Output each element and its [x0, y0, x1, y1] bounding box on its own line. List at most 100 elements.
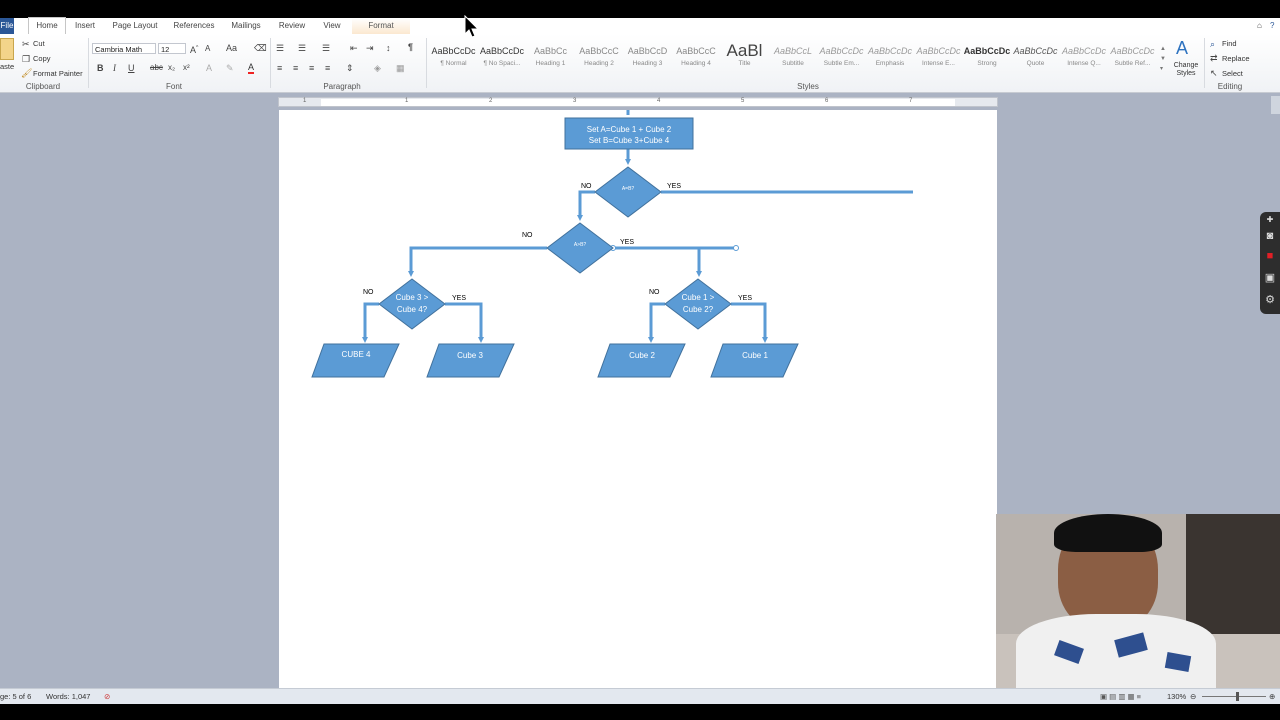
zoom-level[interactable]: 130%	[1167, 692, 1187, 701]
font-name-combo[interactable]: Cambria Math	[92, 43, 156, 54]
cut-button[interactable]: Cut	[33, 39, 45, 48]
multilevel-list-icon[interactable]: ☰	[322, 43, 331, 53]
page-count[interactable]: ge: 5 of 6	[0, 692, 32, 701]
view-mode-icons[interactable]: ▣ ▤ ▥ ▦ ≡	[1100, 692, 1142, 701]
gallery-scroll-icon[interactable]: ▲▼▾	[1160, 46, 1166, 72]
align-left-icon[interactable]: ≡	[277, 63, 283, 73]
underline-button[interactable]: U	[128, 63, 135, 73]
help-icon[interactable]: ?	[1270, 21, 1275, 30]
align-right-icon[interactable]: ≡	[309, 63, 315, 73]
show-formatting-button[interactable]: ¶	[408, 42, 414, 52]
align-center-icon[interactable]: ≡	[293, 63, 299, 73]
paste-label[interactable]: aste	[0, 62, 15, 71]
line-spacing-icon[interactable]: ⇕	[346, 63, 354, 73]
camera-icon[interactable]: ◙	[1266, 230, 1274, 242]
view-ruler-toggle[interactable]	[1271, 96, 1280, 114]
find-icon[interactable]: ⌕	[1210, 39, 1216, 49]
change-styles-button[interactable]: Change Styles	[1173, 62, 1199, 77]
italic-button[interactable]: I	[113, 63, 116, 73]
decision-diamond-2[interactable]	[546, 222, 614, 274]
tab-review[interactable]: Review	[278, 21, 306, 30]
change-styles-icon[interactable]: A	[1176, 38, 1189, 58]
minimize-ribbon-icon[interactable]: ⌂	[1257, 21, 1262, 30]
cut-icon[interactable]: ✂	[22, 39, 30, 49]
shading-icon[interactable]: ◈	[374, 63, 381, 73]
replace-button[interactable]: Replace	[1222, 54, 1250, 63]
tab-insert[interactable]: Insert	[74, 21, 95, 30]
zoom-in-icon[interactable]: ⊕	[1269, 692, 1276, 701]
decision-diamond-3[interactable]	[378, 278, 446, 330]
font-color-button[interactable]: A	[248, 62, 255, 74]
output-cube3[interactable]	[426, 343, 515, 378]
highlight-icon[interactable]: ✎	[226, 63, 234, 73]
style-item[interactable]: AaBbCcDc¶ No Spaci...	[479, 42, 526, 74]
decision-diamond-4[interactable]	[664, 278, 732, 330]
zoom-out-icon[interactable]: ⊖	[1190, 692, 1197, 701]
settings-gear-icon[interactable]: ⚙	[1265, 294, 1275, 306]
tab-view[interactable]: View	[323, 21, 341, 30]
decrease-indent-icon[interactable]: ⇤	[350, 43, 358, 53]
tab-references[interactable]: References	[173, 21, 215, 30]
clear-format-icon[interactable]: ⌫	[254, 43, 267, 53]
output-cube1[interactable]	[710, 343, 799, 378]
process-box[interactable]	[564, 117, 694, 150]
copy-button[interactable]: Copy	[33, 54, 51, 63]
image-icon[interactable]: ▣	[1264, 272, 1276, 284]
subscript-button[interactable]: x₂	[168, 63, 176, 72]
word-count[interactable]: Words: 1,047	[46, 692, 91, 701]
proofing-icon[interactable]: ⊘	[104, 692, 111, 701]
format-painter-button[interactable]: Format Painter	[33, 69, 83, 78]
select-icon[interactable]: ↖	[1210, 68, 1218, 78]
grow-font-icon[interactable]: A^	[190, 45, 199, 55]
increase-indent-icon[interactable]: ⇥	[366, 43, 374, 53]
output-cube2[interactable]	[597, 343, 686, 378]
replace-icon[interactable]: ⇄	[1210, 53, 1218, 63]
strikethrough-button[interactable]: abc	[150, 63, 163, 72]
paste-icon[interactable]	[0, 38, 14, 60]
decision-diamond-1[interactable]	[594, 166, 662, 218]
find-button[interactable]: Find	[1222, 39, 1237, 48]
change-case-icon[interactable]: Aa	[226, 43, 238, 53]
select-button[interactable]: Select	[1222, 69, 1243, 78]
superscript-button[interactable]: x²	[183, 63, 190, 72]
copy-icon[interactable]: ❐	[22, 54, 31, 64]
record-icon[interactable]: ■	[1266, 250, 1274, 262]
zoom-slider[interactable]	[1202, 696, 1266, 697]
flowchart[interactable]: Set A=Cube 1 + Cube 2 Set B=Cube 3+Cube …	[279, 110, 997, 688]
bullets-icon[interactable]: ☰	[276, 43, 285, 53]
format-painter-icon[interactable]: 🖌	[21, 68, 33, 78]
tab-home[interactable]: Home	[28, 17, 66, 35]
output-cube4[interactable]	[311, 343, 400, 378]
document-page[interactable]: Set A=Cube 1 + Cube 2 Set B=Cube 3+Cube …	[279, 110, 997, 688]
bold-button[interactable]: B	[97, 63, 104, 73]
tab-format[interactable]: Format	[352, 18, 410, 34]
numbering-icon[interactable]: ☰	[298, 43, 307, 53]
pin-icon[interactable]: ✚	[1266, 215, 1274, 224]
tab-page-layout[interactable]: Page Layout	[112, 21, 158, 30]
sort-icon[interactable]: ↕	[386, 43, 391, 53]
borders-icon[interactable]: ▦	[396, 63, 405, 73]
justify-icon[interactable]: ≡	[325, 63, 331, 73]
style-item[interactable]: AaBbCcDc¶ Normal	[430, 42, 477, 74]
connector-handle[interactable]	[733, 245, 739, 251]
zoom-slider-thumb[interactable]	[1236, 692, 1239, 701]
font-size-combo[interactable]: 12	[158, 43, 186, 54]
tab-file[interactable]: File	[0, 18, 14, 34]
shrink-font-icon[interactable]: A	[205, 44, 211, 53]
text-effects-icon[interactable]: A	[206, 63, 213, 73]
tab-mailings[interactable]: Mailings	[231, 21, 261, 30]
